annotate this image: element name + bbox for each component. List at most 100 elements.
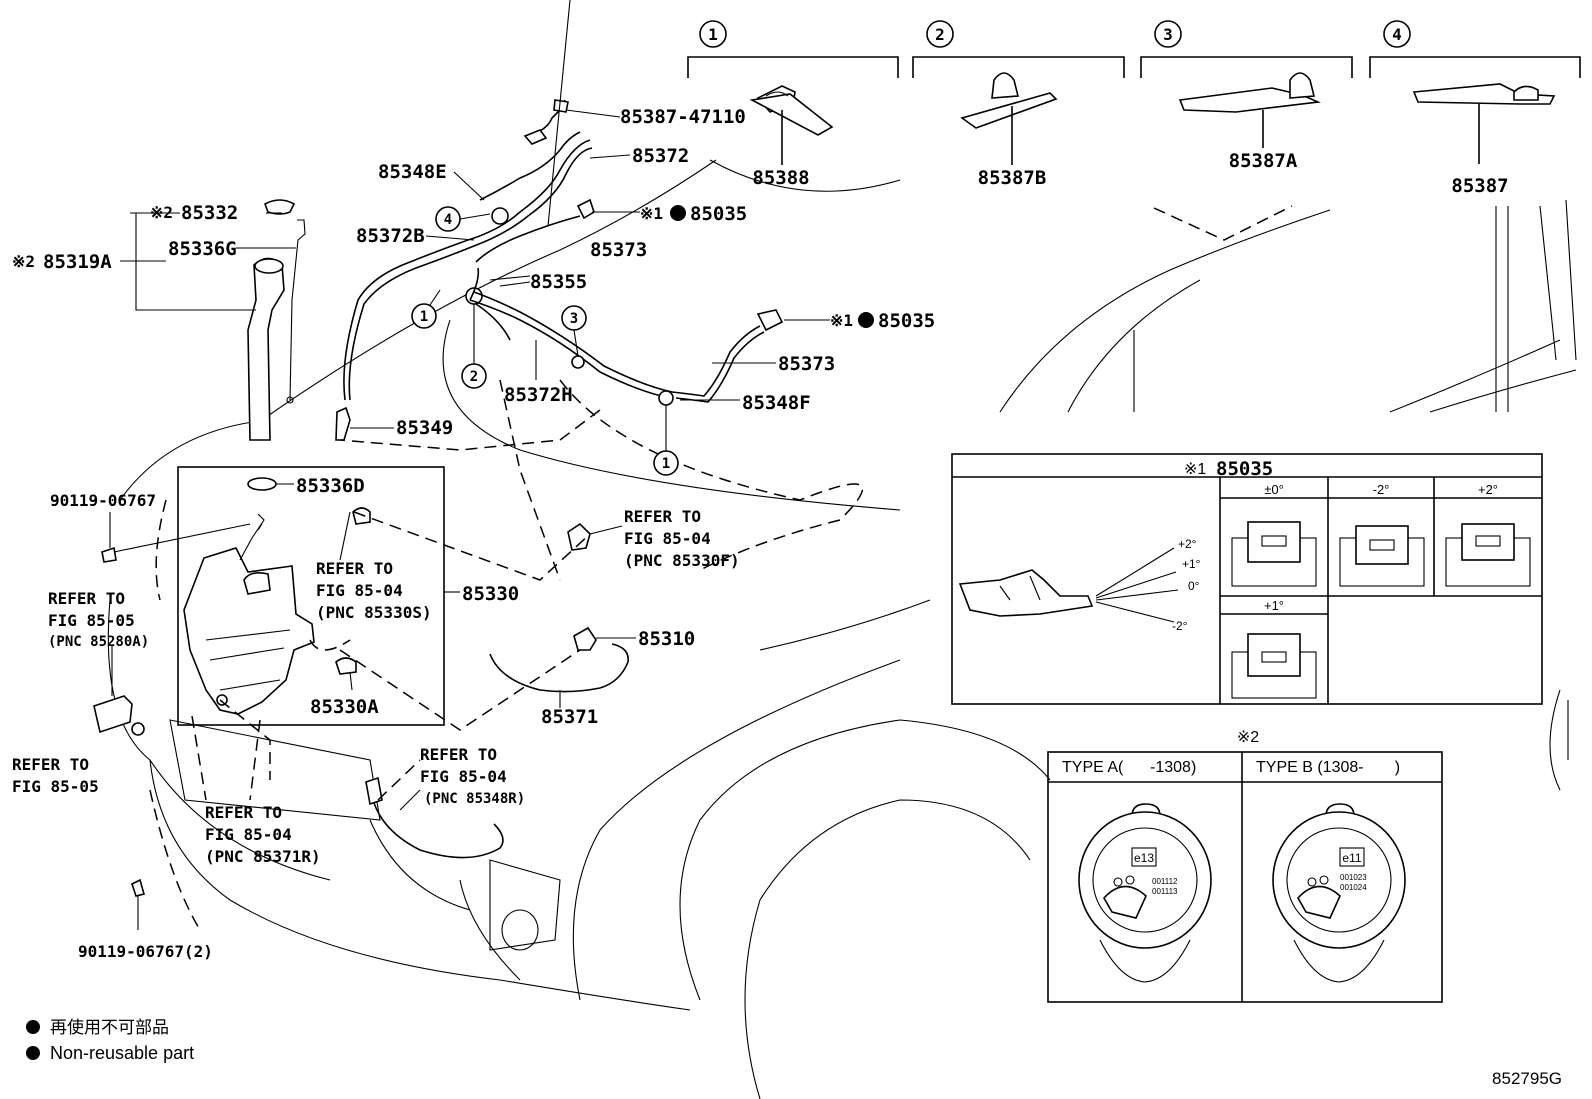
refer-85330F-line2: FIG 85-04 (624, 529, 711, 548)
label-85330: 85330 (462, 583, 519, 605)
label-85319A: 85319A (43, 251, 112, 273)
part-label-85388: 85388 (752, 167, 809, 189)
cap-a-washer-icon (1103, 885, 1147, 919)
inset1-title: 85035 (1216, 458, 1273, 480)
refer-85330S-line1: REFER TO (316, 559, 393, 578)
group-number-1: 1 (708, 25, 718, 44)
label-85336G: 85336G (168, 238, 237, 260)
inset2-title-mark: ※2 (1237, 729, 1259, 746)
label-85372: 85372 (632, 145, 689, 167)
angle-mark-minus2: -2° (1172, 619, 1188, 633)
circle-marker-3: 3 (570, 311, 578, 327)
label-85348E: 85348E (378, 161, 447, 183)
cap-a-num1: 001112 (1152, 877, 1178, 886)
inset-85035-angles: ※1 85035 ±0° -2° +2° +1° +2° +1° 0° -2° (951, 453, 1543, 705)
hose-assembly-upper (335, 99, 784, 441)
label-85373-upper: 85373 (590, 239, 647, 261)
label-85387-47110: 85387-47110 (620, 106, 746, 128)
clip-85388-drawing (749, 85, 834, 136)
note2-mark-85319A: ※2 (12, 252, 35, 271)
angle-col-plus2: +2° (1478, 482, 1498, 497)
refer-85-05-line2: FIG 85-05 (12, 777, 99, 796)
refer-85371R-line1: REFER TO (205, 803, 282, 822)
part-label-85387A: 85387A (1229, 150, 1298, 172)
cap-b-num2: 001024 (1340, 883, 1367, 892)
small-parts-left (93, 512, 145, 930)
label-85330A: 85330A (310, 696, 379, 718)
label-85035-lower: 85035 (878, 310, 935, 332)
connector-face-0 (1231, 521, 1317, 587)
cap-a-code: e13 (1134, 851, 1154, 865)
non-reusable-dot-lower (858, 312, 874, 328)
label-85348F: 85348F (742, 392, 811, 414)
cap-b-washer-icon (1297, 885, 1341, 919)
legend-japanese: 再使用不可部品 (50, 1017, 169, 1037)
label-85355: 85355 (530, 271, 587, 293)
group-number-3: 3 (1163, 25, 1173, 44)
part-labels: 85387-47110 85372 85348E 85372B ※1 85035… (12, 106, 935, 961)
washer-inlet (247, 199, 306, 441)
clip-85387-drawing (1412, 83, 1556, 105)
legend-dot-jp (26, 1020, 40, 1034)
dashed-references (149, 409, 601, 931)
angle-mark-0: 0° (1188, 579, 1200, 593)
tank-assembly-box (177, 466, 445, 726)
group-number-4: 4 (1392, 25, 1402, 44)
refer-85348R-line1: REFER TO (420, 745, 497, 764)
label-85310: 85310 (638, 628, 695, 650)
figure-code: 852795G (1492, 1069, 1562, 1088)
type-a-label: TYPE A( -1308) (1062, 759, 1196, 776)
legend-english: Non-reusable part (50, 1043, 194, 1063)
clip-85387B-drawing (960, 72, 1058, 129)
circle-marker-1b: 1 (662, 456, 670, 472)
label-85349: 85349 (396, 417, 453, 439)
cap-b-num1: 001023 (1340, 873, 1367, 882)
connector-face-minus2 (1339, 525, 1425, 587)
cap-type-a: e13 001112 001113 (1078, 803, 1212, 983)
note1-mark-upper: ※1 (640, 204, 663, 223)
refer-85348R-line2: FIG 85-04 (420, 767, 507, 786)
label-85372B: 85372B (356, 225, 425, 247)
non-reusable-dot-upper (670, 205, 686, 221)
label-85372H: 85372H (504, 384, 573, 406)
label-bolt-bottom: 90119-06767(2) (78, 942, 213, 961)
label-85035-upper: 85035 (690, 203, 747, 225)
circle-marker-2: 2 (470, 369, 478, 385)
connector-face-plus1 (1231, 633, 1317, 699)
angle-mark-plus2: +2° (1178, 537, 1197, 551)
clip-85387A-drawing (1178, 72, 1322, 113)
legend: 再使用不可部品 Non-reusable part (26, 1017, 194, 1063)
angle-mark-plus1: +1° (1182, 557, 1201, 571)
label-bolt-top: 90119-06767 (50, 491, 156, 510)
angle-col-0: ±0° (1264, 482, 1284, 497)
middle-parts (365, 522, 629, 859)
part-label-85387B: 85387B (978, 167, 1047, 189)
note2-mark-85332: ※2 (150, 203, 173, 222)
refer-85280A-line1: REFER TO (48, 589, 125, 608)
label-85373-lower: 85373 (778, 353, 835, 375)
label-85371: 85371 (541, 706, 598, 728)
inset1-title-mark: ※1 (1184, 461, 1206, 478)
refer-85371R-line3: (PNC 85371R) (205, 847, 321, 866)
cap-b-code: e11 (1342, 851, 1361, 865)
legend-dot-en (26, 1046, 40, 1060)
label-85332: 85332 (181, 202, 238, 224)
label-85336D: 85336D (296, 475, 365, 497)
note1-mark-lower: ※1 (830, 311, 853, 330)
part-label-85387: 85387 (1451, 175, 1508, 197)
connector-face-plus2 (1445, 523, 1531, 587)
inset-cap-types: ※2 TYPE A( -1308) TYPE B (1308- ) e13 00… (1047, 729, 1443, 1003)
circle-markers: 4 1 2 3 1 (411, 206, 679, 476)
refer-85330F-line1: REFER TO (624, 507, 701, 526)
cap-type-b: e11 001023 001024 (1272, 803, 1406, 983)
leader-lines (113, 0, 830, 811)
refer-85280A-line3: (PNC 85280A) (48, 634, 149, 650)
type-b-label: TYPE B (1308- ) (1256, 759, 1400, 776)
header-groups: 1 2 3 4 85388 85387B 85387 (687, 20, 1581, 197)
group-number-2: 2 (935, 25, 945, 44)
circle-marker-1a: 1 (420, 309, 428, 325)
refer-85371R-line2: FIG 85-04 (205, 825, 292, 844)
refer-85280A-line2: FIG 85-05 (48, 611, 135, 630)
cap-a-num2: 001113 (1152, 887, 1178, 896)
